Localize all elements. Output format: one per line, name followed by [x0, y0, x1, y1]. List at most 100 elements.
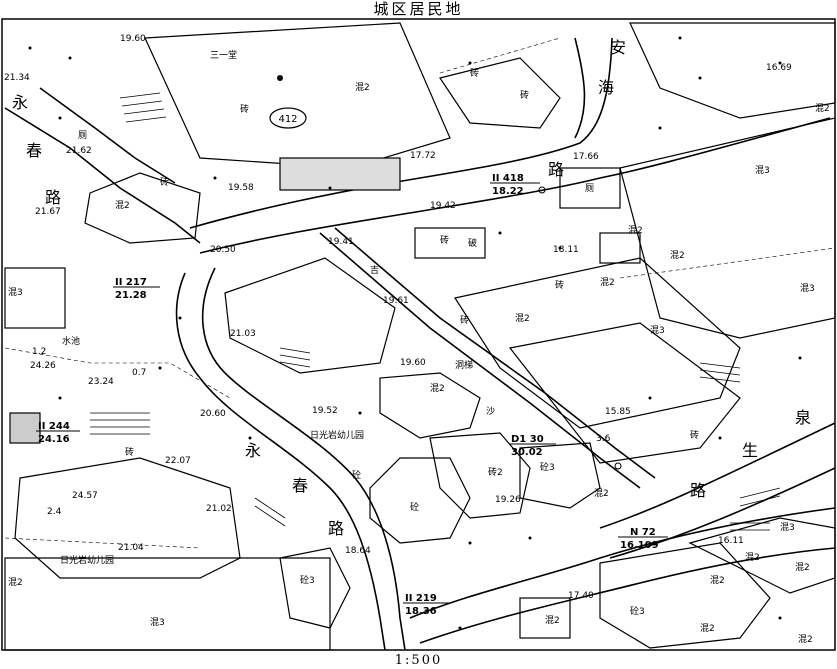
svg-text:D1 30: D1 30	[511, 434, 544, 445]
building-number-oval	[269, 107, 307, 129]
struct-hun2: 混2	[745, 552, 760, 563]
struct-hun2: 混2	[115, 200, 130, 211]
elev: 19.61	[383, 296, 409, 306]
elev: 15.85	[605, 407, 631, 417]
building-number: 412	[278, 114, 297, 125]
map-title: 城区居民地	[373, 0, 464, 18]
svg-text:16.109: 16.109	[620, 540, 659, 551]
elev: 16.69	[766, 63, 792, 73]
label-kindergarten-1: 日光岩幼儿园	[310, 429, 364, 441]
road-quansheng-3: 路	[690, 481, 706, 500]
elev: 18.11	[553, 245, 579, 255]
elev: 17.66	[573, 152, 599, 162]
boundaries	[4, 37, 836, 549]
label-po: 破	[468, 237, 477, 249]
elev: 20.50	[210, 245, 236, 255]
struct-hun2: 混2	[355, 82, 370, 93]
elev: 21.62	[66, 146, 92, 156]
elev: 19.42	[430, 201, 456, 211]
road-yongchun-2: 春	[26, 141, 42, 160]
benchmark-n72: N 72 16.109	[618, 527, 668, 551]
struct-zhuan2: 砖2	[488, 466, 503, 478]
elev: 16.11	[718, 536, 744, 546]
struct-hun2: 混2	[545, 615, 560, 626]
benchmark-ii418: II 418 18.22	[490, 173, 540, 197]
struct-hun3: 混3	[800, 283, 815, 294]
road-anhai-3: 路	[548, 160, 564, 179]
struct-hun2: 混2	[795, 562, 810, 573]
struct-zhuan: 砖	[470, 67, 479, 79]
road-anhai-2: 海	[598, 78, 614, 97]
elev: 19.60	[120, 34, 146, 44]
struct-hun2: 混2	[815, 103, 830, 114]
elev: 0.7	[132, 368, 146, 378]
svg-text:II 219: II 219	[405, 593, 437, 604]
elev: 21.04	[118, 543, 144, 553]
road-labels: 永 春 路 永 春 路 安 海 路 泉 生 路	[12, 38, 811, 538]
label-kindergarten-2: 日光岩幼儿园	[60, 554, 114, 566]
struct-hun2: 混2	[700, 623, 715, 634]
struct-shuan3: 砼3	[300, 574, 315, 586]
road-yongchun-lower-1: 永	[245, 441, 261, 460]
elev: 19.60	[400, 358, 426, 368]
road-anhai-1: 安	[610, 38, 626, 57]
struct-zhuan: 砖	[125, 446, 134, 458]
struct-hun3: 混3	[755, 165, 770, 176]
struct-hun2: 混2	[628, 225, 643, 236]
struct-shuan3: 砼3	[540, 461, 555, 473]
struct-zhuan: 砖	[440, 234, 449, 246]
road-yongchun-1: 永	[12, 93, 28, 112]
elev: 21.34	[4, 73, 30, 83]
struct-zhuan: 砖	[160, 176, 169, 188]
struct-hun2: 混2	[8, 577, 23, 588]
benchmark-ii219: II 219 18.36	[403, 593, 450, 617]
svg-text:18.36: 18.36	[405, 606, 437, 617]
road-quansheng-1: 泉	[795, 408, 811, 427]
elev: 1.2	[32, 347, 46, 357]
road-yongchun-3: 路	[45, 188, 61, 207]
svg-text:N 72: N 72	[630, 527, 656, 538]
struct-zhuan: 砖	[555, 279, 564, 291]
struct-hun3: 混3	[8, 287, 23, 298]
struct-hun2: 混2	[798, 634, 813, 645]
struct-hun2: 混2	[594, 488, 609, 499]
elev: 18.64	[345, 546, 371, 556]
benchmark-d130: D1 30 30.02	[509, 434, 556, 458]
struct-zhuan: 砖	[460, 314, 469, 326]
elev: 21.67	[35, 207, 61, 217]
struct-zhuan: 砖	[520, 89, 529, 101]
elev: 23.24	[88, 377, 114, 387]
struct-hun2: 混2	[670, 250, 685, 261]
elev: 17.72	[410, 151, 436, 161]
benchmark-ii217: II 217 21.28	[113, 277, 160, 301]
map-scale: 1:500	[394, 653, 443, 668]
struct-shuan3: 砼3	[630, 605, 645, 617]
terrain-dots	[28, 36, 802, 630]
elev: 19.58	[228, 183, 254, 193]
structure-labels: 混2 砖 混2 砖 混3 混3 混2 混2 混2 混2 混2 砖 砖 砖 砖 砖…	[8, 67, 830, 645]
stairs	[90, 92, 781, 531]
place-labels: 三一堂 日光岩幼儿园 日光岩幼儿园 水池 厕 厕 吉 破 沙 洞梯	[60, 49, 594, 566]
elev: 19.26	[495, 495, 521, 505]
elev: 20.60	[200, 409, 226, 419]
label-toilet-1: 厕	[78, 130, 87, 141]
elev: 21.03	[230, 329, 256, 339]
elev: 21.02	[206, 504, 232, 514]
elev: 17.40	[568, 591, 594, 601]
elevation-labels: 19.60 21.34 21.62 21.67 19.58 17.72 17.6…	[4, 34, 792, 601]
label-water-tank: 水池	[62, 335, 80, 347]
struct-shuan: 砼	[352, 469, 361, 481]
topographic-map[interactable]: 412 永 春 路 永 春 路 安 海 路 泉 生 路 三一堂 日光岩幼儿园 日…	[0, 18, 837, 652]
svg-text:24.16: 24.16	[38, 434, 70, 445]
elev: 22.07	[165, 456, 191, 466]
svg-text:21.28: 21.28	[115, 290, 147, 301]
elev: 24.26	[30, 361, 56, 371]
benchmark-ii244: II 244 24.16	[36, 421, 80, 445]
label-ji: 吉	[370, 265, 379, 276]
struct-hun2: 混2	[710, 575, 725, 586]
elev: 19.41	[328, 237, 354, 247]
label-sanyitang: 三一堂	[210, 49, 237, 61]
map-frame	[1, 18, 836, 651]
struct-hun2: 混2	[600, 277, 615, 288]
elev: 19.52	[312, 406, 338, 416]
